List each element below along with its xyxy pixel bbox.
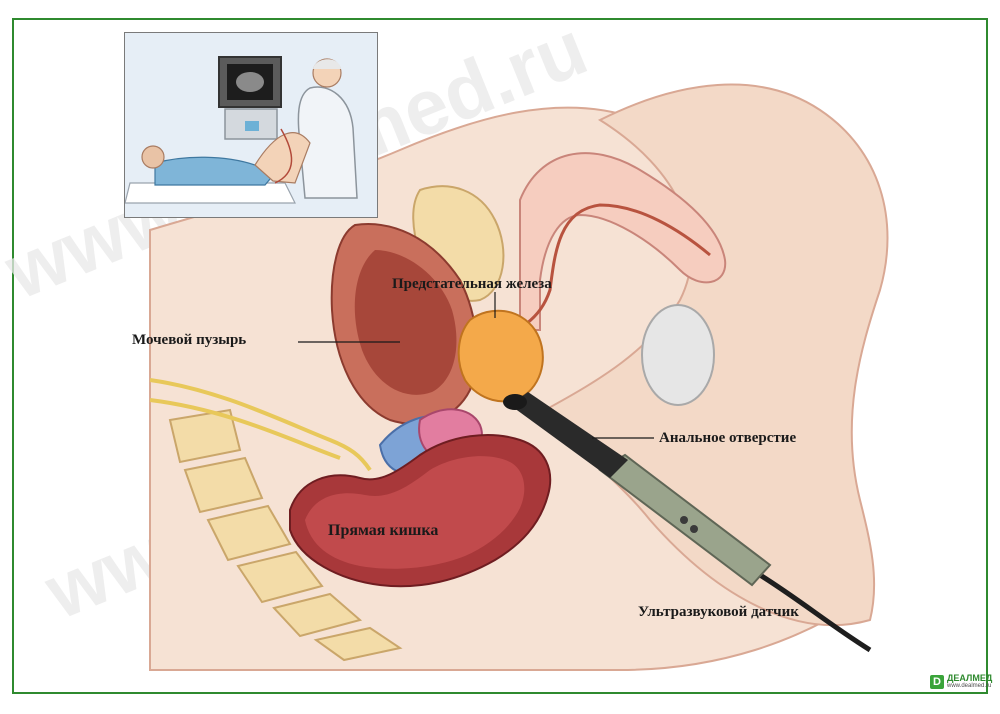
doctor-body <box>297 86 358 199</box>
brand-mark-icon: D <box>930 674 944 689</box>
console-panel <box>245 121 259 131</box>
nerve <box>149 398 341 460</box>
ultrasound-image <box>236 72 264 92</box>
poster-frame <box>12 18 988 694</box>
probe-button <box>680 516 688 524</box>
label-rectum: Прямая кишка <box>328 522 439 539</box>
bed <box>125 182 296 204</box>
vertebra <box>206 504 292 562</box>
probe-shaft <box>510 392 628 478</box>
brand-text: ДЕАЛМЕД www.dealmed.ru <box>947 673 993 690</box>
bladder-lumen <box>354 250 457 395</box>
brand-name: ДЕАЛМЕД <box>947 673 993 683</box>
label-bladder: Мочевой пузырь <box>132 332 247 348</box>
probe-tip <box>503 394 527 410</box>
urethra <box>479 203 711 352</box>
inset-ultrasound-scene <box>124 32 378 218</box>
nerve <box>149 378 372 472</box>
doctor-hair <box>313 59 341 69</box>
patient-head <box>141 145 165 169</box>
prostate-gland <box>457 309 544 403</box>
label-prostate: Предстательная железа <box>392 276 552 292</box>
penis <box>519 152 727 331</box>
testicle <box>641 304 715 406</box>
rectum-inner <box>305 456 525 569</box>
ultrasound-probe <box>503 392 872 653</box>
nerves <box>149 378 372 472</box>
vertebra <box>236 550 324 604</box>
vertebra <box>183 456 264 514</box>
probe-cable <box>758 572 872 653</box>
label-ultrasound-probe: Ультразвуковой датчик <box>638 604 799 620</box>
probe-cable-inset <box>274 128 293 184</box>
vertebra <box>313 626 403 662</box>
vertebra <box>272 592 363 638</box>
label-anal-opening: Анальное отверстие <box>659 430 797 446</box>
brand-logo: D ДЕАЛМЕД www.dealmed.ru <box>930 674 992 689</box>
spine <box>168 408 403 662</box>
patient-legs <box>254 132 311 184</box>
leader-lines <box>298 292 654 439</box>
probe-button <box>690 525 698 533</box>
inset-illustration <box>125 33 377 217</box>
brand-url: www.dealmed.ru <box>947 683 992 689</box>
